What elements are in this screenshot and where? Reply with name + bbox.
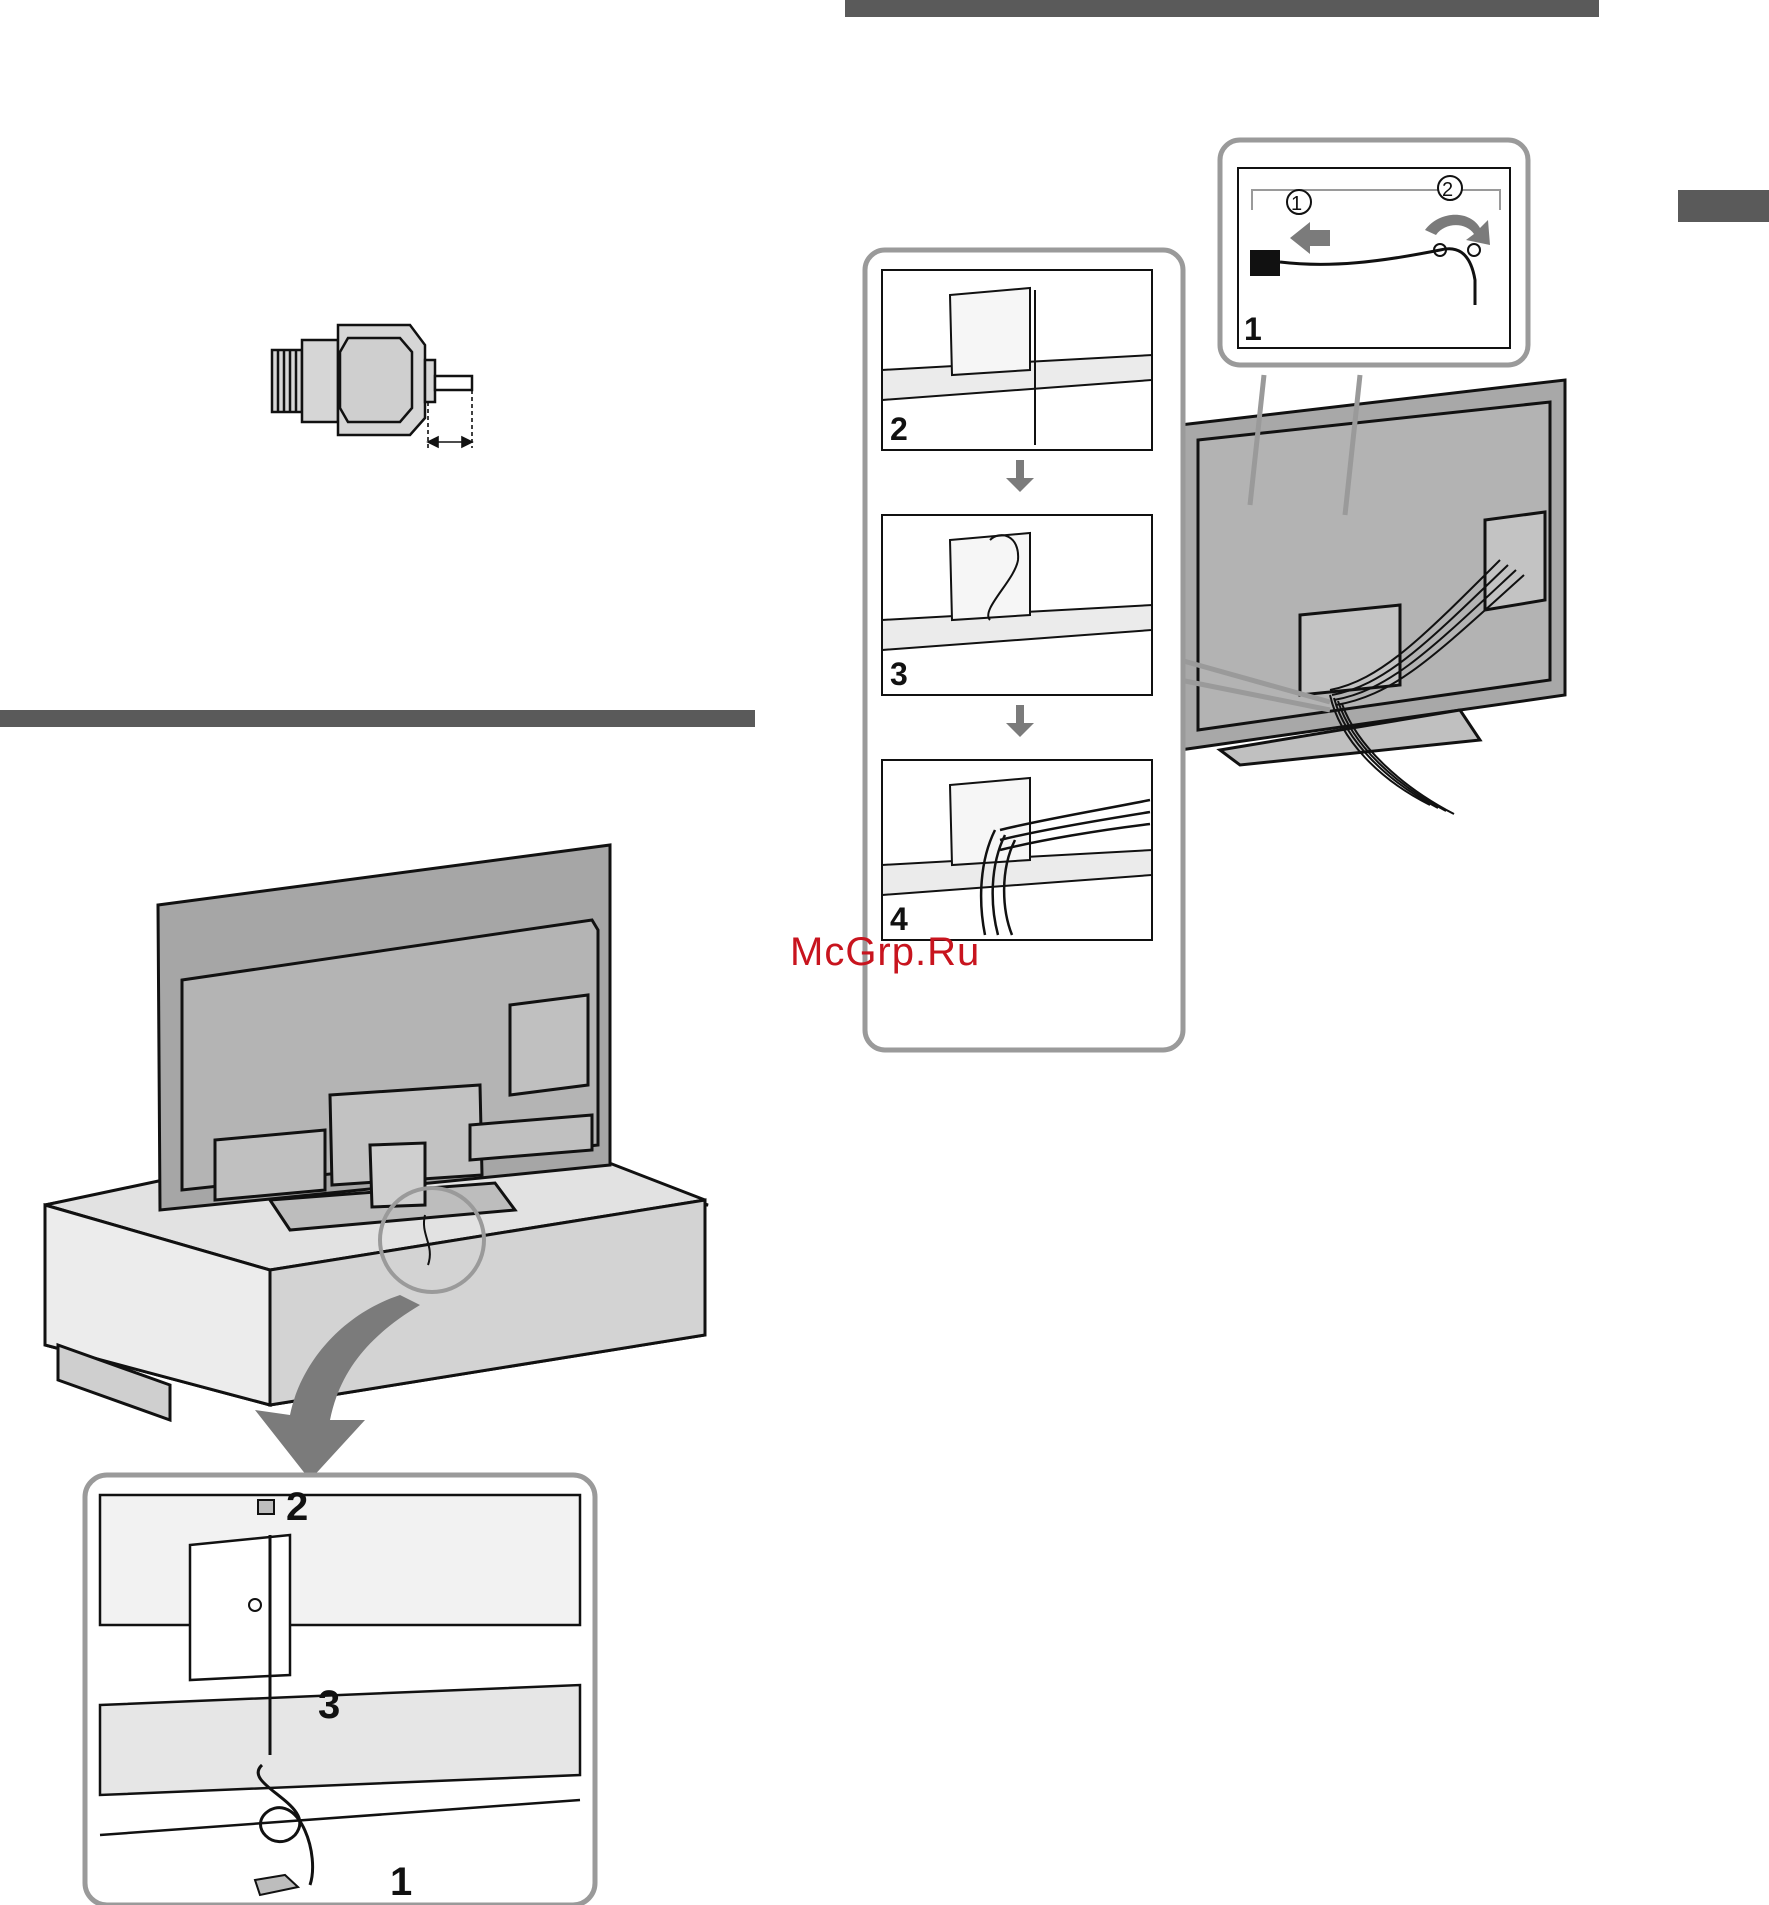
cable-step-3-label: 3 xyxy=(890,656,908,692)
chapter-thumb-tab xyxy=(1678,190,1769,222)
coaxial-connector-figure xyxy=(260,290,490,460)
section-rule-left xyxy=(0,710,755,727)
cable-step-2-label: 2 xyxy=(890,411,908,447)
section-rule-top-right xyxy=(845,0,1599,17)
cable-management-figure: 1 2 1 2 3 4 xyxy=(860,140,1570,1055)
tether-step-2-label: 2 xyxy=(286,1485,308,1529)
circled-step-1: 1 xyxy=(1291,193,1302,215)
tether-step-3-label: 3 xyxy=(318,1683,340,1727)
watermark: McGrp.Ru xyxy=(790,930,980,975)
cable-step-1-label: 1 xyxy=(1244,311,1262,347)
tether-step-1-label: 1 xyxy=(390,1860,412,1904)
circled-step-2: 2 xyxy=(1442,179,1453,201)
tv-tether-figure: 2 3 1 xyxy=(40,845,600,1905)
